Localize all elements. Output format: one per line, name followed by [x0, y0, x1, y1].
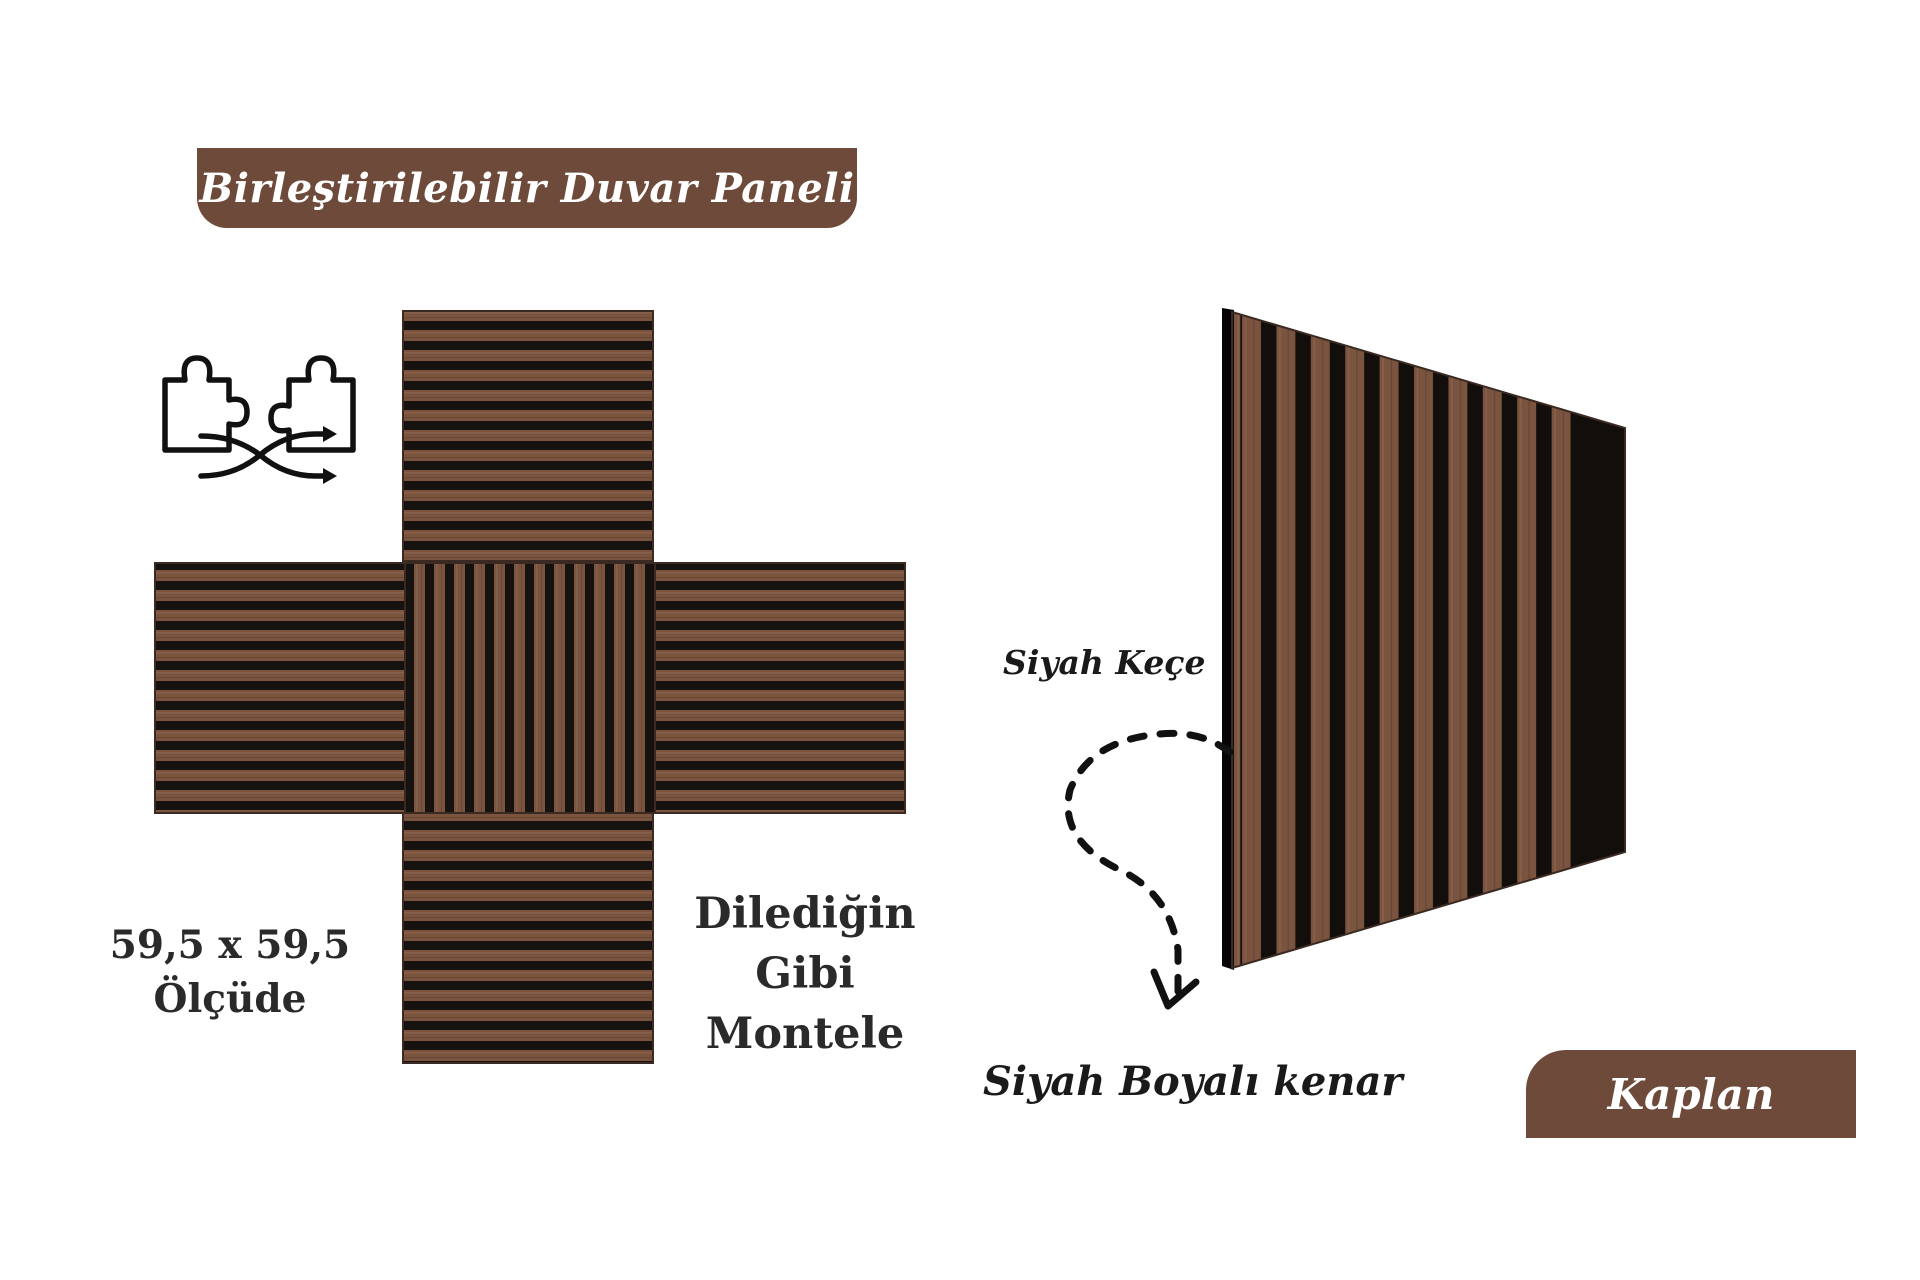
edge-label: Siyah Boyalı kenar: [983, 1058, 1403, 1105]
size-caption: Ölçüde: [153, 976, 307, 1022]
title-banner: Birleştirilebilir Duvar Paneli: [197, 148, 857, 228]
felt-label: Siyah Keçe: [1003, 643, 1206, 682]
size-dimensions: 59,5 x 59,5: [109, 922, 351, 968]
veneer-badge-text: Kaplan: [1607, 1069, 1775, 1119]
slat-panel-perspective: [1222, 308, 1626, 970]
panel-cross-arrangement: [154, 310, 906, 1064]
panel-center: [404, 562, 656, 814]
veneer-badge: Kaplan: [1526, 1050, 1856, 1138]
panel-left: [154, 562, 406, 814]
mount-line-2: Gibi: [755, 949, 855, 999]
panel-bottom: [402, 812, 654, 1064]
dashed-curved-arrow-icon: [1064, 729, 1234, 1010]
puzzle-pieces-icon: [162, 355, 356, 484]
panel-top: [402, 310, 654, 562]
title-text: Birleştirilebilir Duvar Paneli: [199, 164, 855, 212]
panel-right: [654, 562, 906, 814]
size-label: 59,5 x 59,5 Ölçüde: [92, 918, 368, 1026]
mount-line-1: Dilediğin: [694, 889, 916, 939]
mount-label: Dilediğin Gibi Montele: [655, 884, 955, 1064]
mount-line-3: Montele: [705, 1009, 905, 1059]
